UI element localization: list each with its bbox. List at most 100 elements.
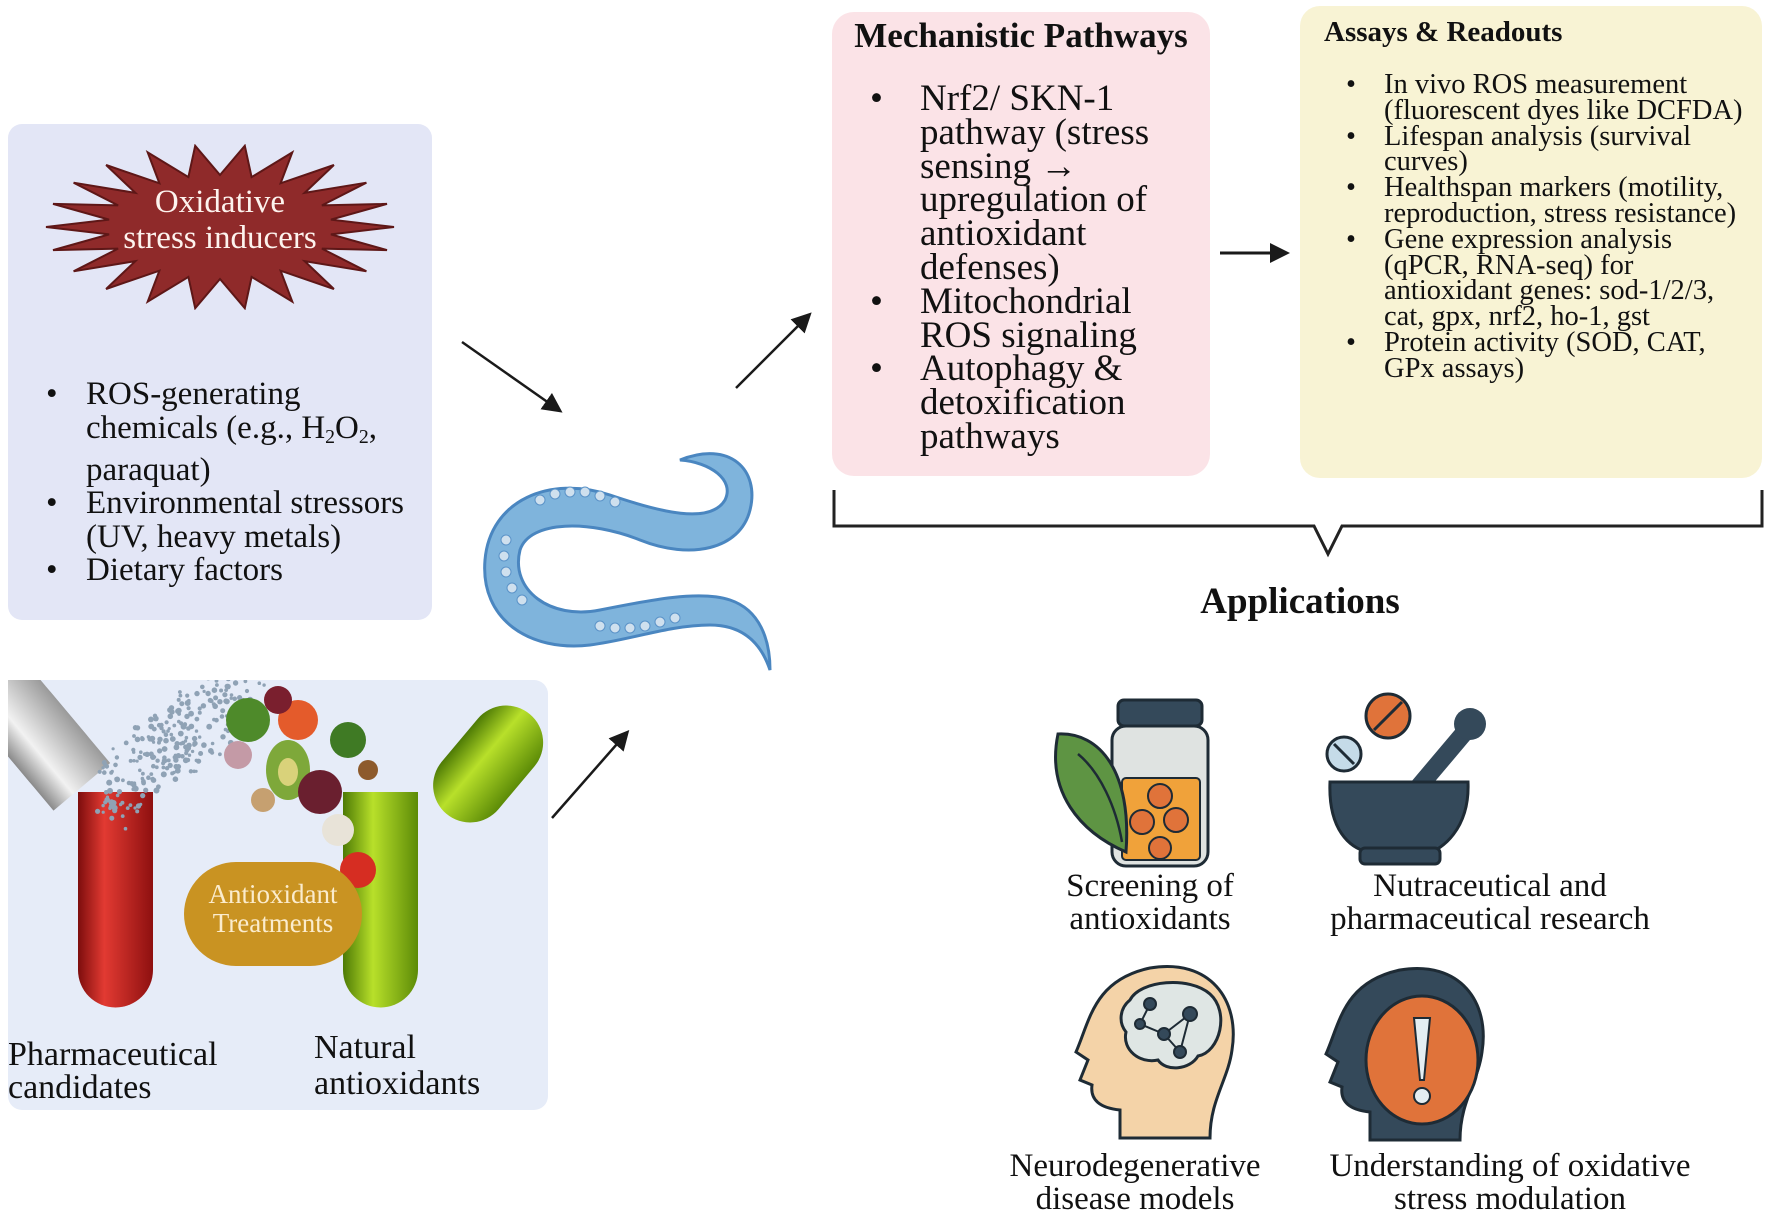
applications-bracket xyxy=(832,490,1764,558)
pharmaceutical-candidates-label: Pharmaceutical candidates xyxy=(8,1036,218,1106)
worm-cell xyxy=(500,534,512,546)
application-label-oxidative-modulation: Understanding of oxidative stress modula… xyxy=(1329,1148,1691,1217)
particle xyxy=(164,766,170,771)
particle xyxy=(224,698,230,705)
particle xyxy=(110,800,117,806)
particle xyxy=(116,789,123,795)
particle xyxy=(133,806,137,810)
particle xyxy=(244,688,250,694)
particle xyxy=(184,713,190,720)
particle xyxy=(176,697,181,702)
worm-cell xyxy=(594,490,606,502)
particle xyxy=(229,696,233,700)
particle xyxy=(131,787,136,792)
worm-cell xyxy=(609,622,621,634)
particle xyxy=(140,736,144,740)
starburst-shape xyxy=(45,144,395,310)
particle xyxy=(151,739,155,743)
particle xyxy=(135,809,140,814)
particle xyxy=(159,725,164,731)
particle xyxy=(102,770,107,775)
assay-item: In vivo ROS measurement (fluorescent dye… xyxy=(1346,70,1756,124)
particle xyxy=(213,703,217,708)
stress-inducers-list: ROS-generating chemicals (e.g., H2O2, pa… xyxy=(46,377,426,588)
particle xyxy=(197,710,202,715)
particle xyxy=(174,767,181,774)
particle xyxy=(140,793,146,799)
particle xyxy=(107,787,113,794)
particle xyxy=(150,754,156,760)
antioxidant-treatments-badge xyxy=(184,862,362,966)
particle xyxy=(103,800,108,805)
particle xyxy=(125,806,130,810)
particle xyxy=(113,762,118,768)
particle xyxy=(178,690,182,694)
worm-cell xyxy=(639,620,651,632)
particle xyxy=(222,692,228,698)
particle xyxy=(146,735,151,739)
particle xyxy=(207,697,213,703)
particle xyxy=(163,732,169,737)
arrow-treatment-to-worm xyxy=(551,729,630,819)
worm-cell xyxy=(498,550,510,562)
brain-head-icon xyxy=(1074,965,1235,1140)
particle xyxy=(115,793,120,798)
antioxidant-jar-icon xyxy=(1054,698,1210,868)
particle xyxy=(178,693,183,698)
particle xyxy=(128,758,133,763)
particle xyxy=(220,734,226,740)
particle xyxy=(101,810,105,814)
particle xyxy=(112,808,118,814)
particle xyxy=(188,723,195,730)
particle xyxy=(161,765,166,770)
assay-item: Protein activity (SOD, CAT, GPx assays) xyxy=(1346,328,1756,382)
particle xyxy=(157,736,163,742)
particle xyxy=(218,752,222,757)
particle xyxy=(188,710,195,717)
particle xyxy=(194,769,198,773)
particle xyxy=(208,748,214,754)
particle xyxy=(180,754,185,759)
particle xyxy=(198,751,204,756)
worm-cell xyxy=(500,566,512,578)
particle xyxy=(172,776,179,782)
antioxidant-treatments-label: Antioxidant Treatments xyxy=(208,879,338,938)
stress-inducer-item: Environmental stressors (UV, heavy metal… xyxy=(46,487,426,554)
particle xyxy=(169,732,174,737)
particle xyxy=(162,759,167,763)
particle xyxy=(160,771,167,778)
arrow-worm-to-mechanisms xyxy=(735,312,812,389)
particle xyxy=(111,747,115,751)
natural-antioxidants-label: Natural antioxidants xyxy=(314,1029,481,1102)
particle xyxy=(214,680,219,683)
particle xyxy=(200,703,207,709)
assay-item: Gene expression analysis (qPCR, RNA-seq)… xyxy=(1346,225,1756,331)
assays-readouts-list: In vivo ROS measurement (fluorescent dye… xyxy=(1346,70,1756,382)
particle xyxy=(187,698,191,703)
particle xyxy=(225,683,231,690)
particle xyxy=(157,748,163,754)
particle xyxy=(205,690,211,697)
particle xyxy=(243,680,248,684)
particle xyxy=(101,760,107,765)
particle xyxy=(220,708,226,714)
particle xyxy=(196,758,202,764)
particle xyxy=(190,749,195,754)
particle xyxy=(166,729,170,733)
particle xyxy=(101,803,105,808)
stress-inducers-title-line1: Oxidative xyxy=(154,184,286,220)
particle xyxy=(149,772,154,776)
particle xyxy=(197,706,202,711)
particle xyxy=(217,699,223,705)
particle xyxy=(123,740,129,746)
application-label-screening: Screening of antioxidants xyxy=(1066,868,1234,937)
assays-readouts-title: Assays & Readouts xyxy=(1324,16,1563,48)
application-label-neurodegenerative: Neurodegenerative disease models xyxy=(1009,1148,1261,1217)
particle xyxy=(172,723,177,728)
particle xyxy=(114,776,121,783)
particle xyxy=(219,714,225,719)
particle xyxy=(185,693,190,698)
pathway-item: Nrf2/ SKN-1 pathway (stress sensing → up… xyxy=(870,80,1210,286)
particle xyxy=(187,753,192,757)
particle xyxy=(104,764,110,769)
